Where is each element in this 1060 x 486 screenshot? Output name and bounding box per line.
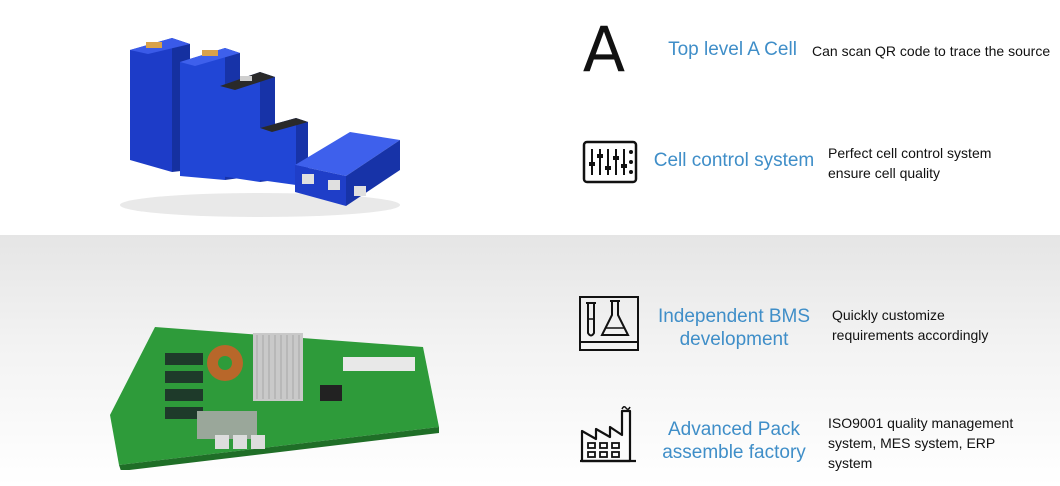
feature-title: Top level A Cell — [668, 39, 797, 60]
feature-description: Can scan QR code to trace the source — [812, 43, 1051, 59]
feature-title: Cell control system — [653, 150, 815, 171]
feature-description: ISO9001 quality management system, MES s… — [828, 415, 1014, 471]
bottom-section: Independent BMS development Quickly cust… — [0, 235, 1060, 486]
battery-cells-image — [120, 38, 400, 217]
lab-flask-icon — [579, 296, 639, 351]
feature-title: Independent BMS development — [657, 306, 811, 350]
control-panel-icon — [582, 140, 638, 184]
feature-title: Advanced Pack assemble factory — [662, 419, 806, 463]
feature-description: Perfect cell control system ensure cell … — [828, 145, 992, 181]
top-section: A Top level A Cell Can scan QR code to t… — [0, 0, 1060, 235]
factory-icon — [580, 405, 636, 463]
letter-a-icon: A — [582, 13, 626, 86]
bms-board-image — [110, 327, 439, 470]
feature-description: Quickly customize requirements according… — [832, 307, 989, 343]
